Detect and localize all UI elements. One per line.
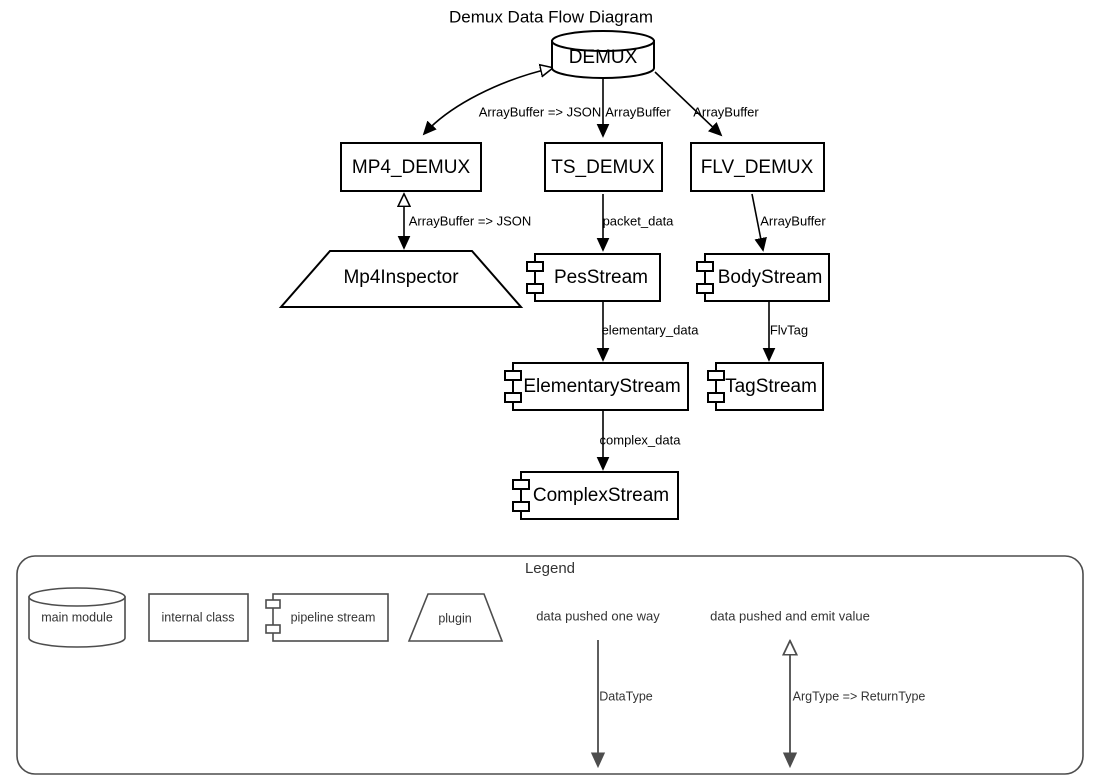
node-pes-stream[interactable]: PesStream	[526, 253, 661, 302]
node-elementary-stream[interactable]: ElementaryStream	[504, 362, 689, 411]
legend: Legend main module internal class pipeli…	[16, 555, 1084, 775]
edge-label-ts-to-pes: packet_data	[603, 213, 675, 228]
legend-item-plugin: plugin	[407, 593, 504, 642]
edge-flv-demux-to-body-stream: ArrayBuffer	[751, 193, 826, 250]
edge-elementary-stream-to-complex-stream: complex_data	[600, 411, 682, 469]
node-mp4-inspector[interactable]: Mp4Inspector	[278, 250, 524, 308]
edge-label-demux-to-flv: ArrayBuffer	[693, 104, 759, 119]
legend-item-pipeline-stream: pipeline stream	[265, 593, 389, 642]
edge-label-demux-to-mp4: ArrayBuffer => JSON	[479, 104, 602, 119]
legend-container	[16, 555, 1084, 775]
legend-label-main-module: main module	[41, 610, 113, 624]
edge-label-pes-to-elementary: elementary_data	[602, 322, 700, 337]
legend-item-one-way-edge: data pushed one way DataType	[536, 608, 660, 766]
edge-demux-to-ts-demux: ArrayBuffer	[603, 77, 671, 136]
legend-label-plugin: plugin	[438, 611, 471, 625]
edge-ts-demux-to-pes-stream: packet_data	[603, 194, 675, 250]
node-ts-demux[interactable]: TS_DEMUX	[544, 142, 663, 192]
legend-item-emit-value-edge: data pushed and emit value ArgType => Re…	[710, 608, 925, 766]
legend-label-pipeline-stream: pipeline stream	[291, 610, 376, 624]
page-title: Demux Data Flow Diagram	[449, 7, 653, 26]
legend-item-internal-class: internal class	[148, 593, 249, 642]
edge-demux-to-mp4-demux: ArrayBuffer => JSON	[424, 68, 601, 134]
node-complex-stream[interactable]: ComplexStream	[512, 471, 679, 520]
node-label-mp4-inspector: Mp4Inspector	[343, 267, 459, 288]
node-mp4-demux[interactable]: MP4_DEMUX	[340, 142, 482, 192]
edge-label-mp4-to-inspector: ArrayBuffer => JSON	[409, 213, 532, 228]
legend-item-main-module: main module	[28, 587, 126, 648]
node-label-flv-demux: FLV_DEMUX	[701, 157, 814, 178]
node-demux[interactable]: DEMUX	[551, 30, 655, 79]
edge-label-elementary-to-complex: complex_data	[600, 432, 682, 447]
legend-label-internal-class: internal class	[162, 610, 235, 624]
edge-label-demux-to-ts: ArrayBuffer	[605, 104, 671, 119]
legend-edge-label-one-way: DataType	[599, 689, 653, 703]
node-label-complex-stream: ComplexStream	[533, 485, 669, 506]
node-label-pes-stream: PesStream	[554, 267, 648, 288]
node-label-mp4-demux: MP4_DEMUX	[352, 157, 471, 178]
node-flv-demux[interactable]: FLV_DEMUX	[690, 142, 825, 192]
edge-mp4-demux-to-mp4-inspector: ArrayBuffer => JSON	[404, 195, 531, 248]
edge-pes-stream-to-elementary-stream: elementary_data	[602, 302, 700, 360]
node-body-stream[interactable]: BodyStream	[696, 253, 830, 302]
legend-edge-label-emit-value: ArgType => ReturnType	[793, 689, 926, 703]
node-label-body-stream: BodyStream	[718, 267, 823, 288]
legend-edge-title-one-way: data pushed one way	[536, 608, 660, 623]
node-label-tag-stream: TagStream	[725, 376, 817, 397]
node-label-elementary-stream: ElementaryStream	[523, 376, 680, 397]
node-label-ts-demux: TS_DEMUX	[551, 157, 655, 178]
edge-label-body-to-tag: FlvTag	[770, 322, 808, 337]
node-label-demux: DEMUX	[569, 47, 638, 68]
legend-title: Legend	[525, 560, 575, 577]
node-tag-stream[interactable]: TagStream	[707, 362, 824, 411]
edge-body-stream-to-tag-stream: FlvTag	[769, 302, 808, 360]
edge-label-flv-to-body: ArrayBuffer	[760, 213, 826, 228]
edge-demux-to-flv-demux: ArrayBuffer	[654, 71, 759, 135]
legend-edge-title-emit-value: data pushed and emit value	[710, 608, 870, 623]
